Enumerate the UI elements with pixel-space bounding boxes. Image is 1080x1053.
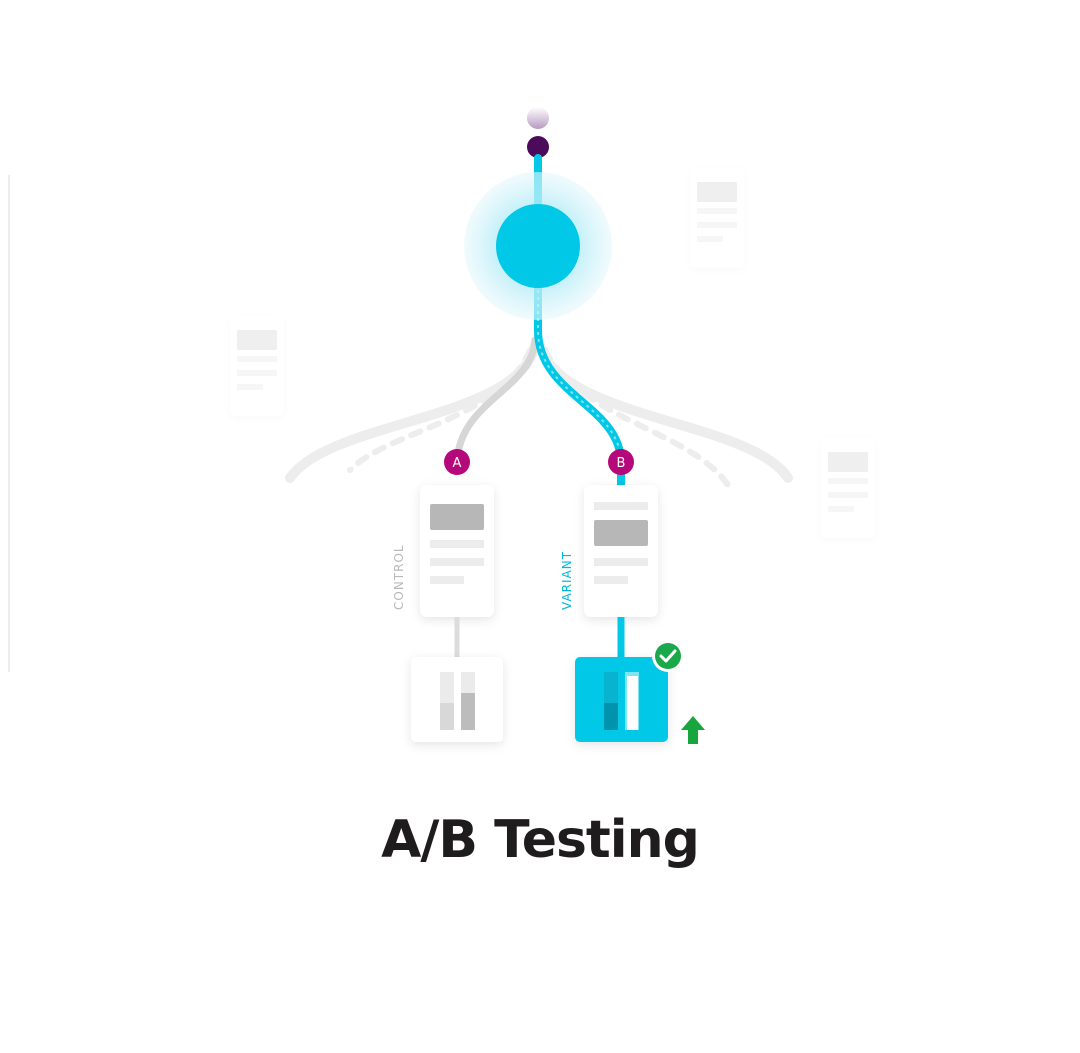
entry-dot <box>527 136 549 158</box>
faint-card-topright <box>690 168 744 268</box>
left-edge-divider <box>8 175 10 672</box>
variant-card-text-line <box>594 558 648 566</box>
control-card-text-line <box>430 540 484 548</box>
arrow-up-icon <box>681 716 705 744</box>
audience-hub <box>496 204 580 288</box>
control-card-text-line <box>430 576 464 584</box>
badge-b-letter: B <box>617 456 626 471</box>
control-branch-line <box>453 336 539 466</box>
control-card-image <box>430 504 484 530</box>
check-circle-icon <box>652 640 684 672</box>
variant-bar-fill <box>604 703 618 730</box>
control-bar-fill <box>461 693 475 730</box>
faint-branch-curves <box>285 340 793 488</box>
badge-a <box>444 449 470 475</box>
variant-card-image <box>594 520 648 546</box>
variant-result-box <box>575 657 668 742</box>
badge-b <box>608 449 634 475</box>
faint-card-left <box>230 316 284 416</box>
control-card-text-line <box>430 558 484 566</box>
badge-a-letter: A <box>453 456 462 471</box>
control-result-box <box>411 657 503 742</box>
control-label: CONTROL <box>392 544 406 610</box>
faint-card-right <box>821 438 875 538</box>
variant-bar-fill <box>627 676 638 730</box>
variant-label: VARIANT <box>560 551 574 610</box>
variant-card-text-line <box>594 502 648 510</box>
page-title: A/B Testing <box>381 810 700 870</box>
variant-card-text-line <box>594 576 628 584</box>
control-bar-fill <box>440 703 454 730</box>
faded-entry-dot <box>527 107 549 129</box>
